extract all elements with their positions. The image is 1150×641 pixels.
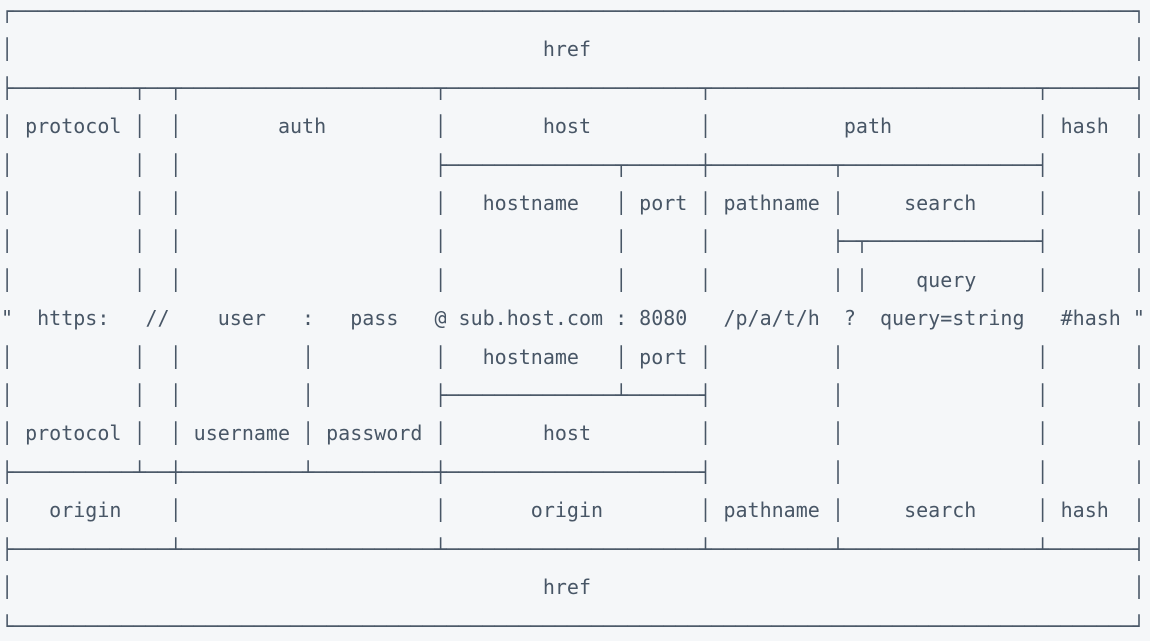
url-diagram-container: ┌───────────────────────────────────────…	[1, 0, 1145, 638]
url-components-ascii-diagram: ┌───────────────────────────────────────…	[1, 0, 1145, 638]
